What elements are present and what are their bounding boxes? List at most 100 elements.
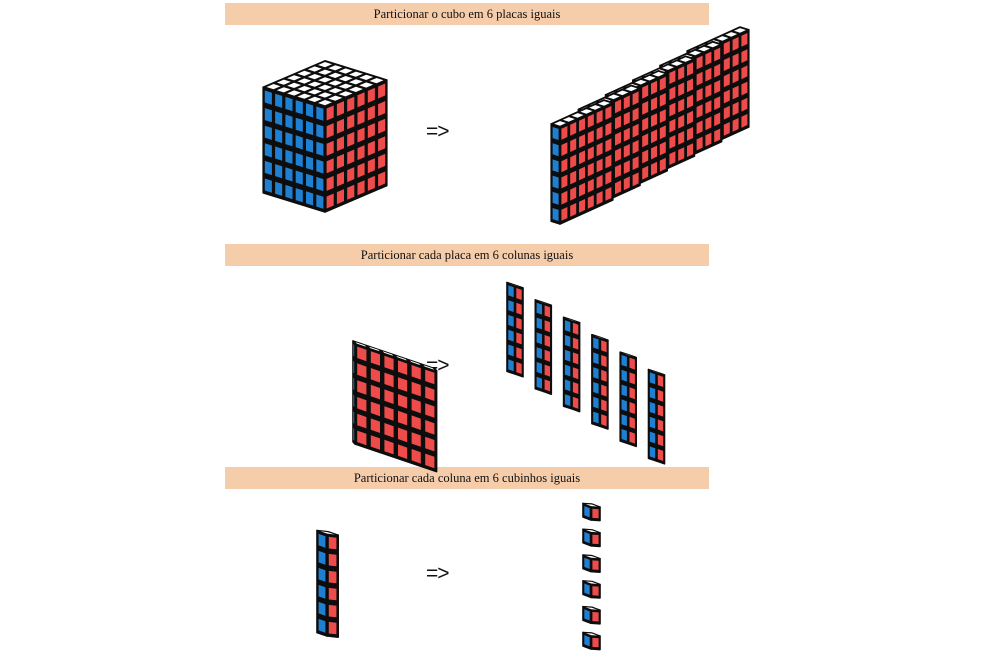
column-right-sticker (328, 570, 337, 584)
slab-1-top-sticker (580, 109, 593, 114)
cube-left-sticker (316, 176, 324, 192)
cube-top-sticker (318, 92, 332, 98)
slab-1-right-sticker (596, 126, 603, 140)
slab-1-right-sticker (587, 162, 594, 177)
slab-4-right-sticker (669, 135, 676, 149)
cube-right-sticker (378, 118, 386, 134)
column-4-right-sticker (601, 399, 607, 412)
slab-1-right-sticker (587, 195, 594, 209)
slab-1-right-sticker (561, 126, 568, 140)
slab-right-sticker (425, 369, 435, 385)
slab-6-right-sticker (741, 65, 748, 80)
full-cube-6x6x6 (262, 59, 388, 213)
slab-5-right-sticker (705, 100, 712, 114)
slab-2-right-sticker (615, 99, 621, 114)
slab-1-right-sticker (570, 122, 577, 136)
column-right-sticker (328, 553, 337, 567)
slab-1-left-sticker (552, 127, 559, 140)
column-3-right-sticker (572, 337, 579, 350)
slab-1-left-sticker (552, 159, 559, 173)
slab-6-top-sticker (725, 32, 738, 37)
slab-5-top-sticker (698, 46, 710, 52)
cube-left-sticker (316, 124, 324, 139)
column-2-right-sticker (544, 335, 550, 347)
slab-3-right-sticker (659, 141, 666, 156)
column-1-left-sticker (508, 315, 514, 327)
slab-2-right-sticker (615, 180, 621, 195)
cube-right-sticker (378, 153, 386, 169)
column-2-top-sticker (537, 300, 549, 305)
slab-6-right-sticker (732, 101, 739, 116)
slab-1-right-sticker (605, 187, 612, 201)
column-2-left-sticker (536, 317, 542, 330)
slab-1-right-sticker (605, 106, 612, 120)
cube-left-sticker (264, 108, 272, 123)
column-1-left-frame (506, 281, 516, 375)
column (316, 529, 340, 639)
slab-right-sticker (357, 346, 367, 362)
cube-right-sticker (326, 158, 334, 174)
slab-3-right-sticker (642, 101, 649, 115)
slab-3-top-sticker (643, 75, 656, 81)
cube-top-sticker (318, 69, 332, 75)
slab-4-right-sticker (669, 151, 676, 165)
slab-5-right-sticker (696, 136, 703, 151)
slab-5-right-sticker (705, 84, 712, 98)
column-6-top-sticker (651, 370, 662, 375)
slab-1-right-sticker (605, 138, 612, 153)
slab-1-left-sticker (552, 143, 559, 157)
slab-4-right-sticker (678, 98, 685, 113)
slab-2-right-sticker (623, 160, 630, 174)
column-top-sticker (320, 531, 335, 535)
slab-2-right-sticker (623, 176, 630, 191)
column-5-right-sticker (629, 431, 635, 444)
column-6 (647, 368, 666, 465)
column-3-left-sticker (564, 349, 571, 362)
column-4-right-sticker (601, 384, 607, 397)
column-1-right-sticker (516, 317, 522, 330)
slab-4-top-sticker (670, 61, 683, 66)
cube-top-sticker (307, 89, 322, 95)
cubelet-5-top-sticker (585, 607, 598, 610)
column-2-left-sticker (536, 302, 542, 315)
column-4-left-sticker (593, 396, 599, 409)
column-3-right-sticker (572, 352, 579, 365)
column-4-right-sticker (601, 414, 607, 427)
cube-left-sticker (264, 125, 272, 140)
column-2-left-sticker (536, 362, 542, 374)
slab-1-right-sticker (570, 186, 577, 201)
cubelet-4-top-sticker (585, 581, 598, 584)
slab-5-right-sticker (714, 112, 721, 127)
slab-2-right-sticker (623, 144, 630, 158)
cube-right-sticker (357, 127, 365, 143)
column-5-left-sticker (621, 414, 627, 426)
column-6-right-sticker (657, 419, 664, 432)
slab-1-right-sticker (579, 134, 585, 148)
column-3-left-sticker (564, 394, 571, 406)
slab-3-top-sticker (652, 71, 665, 77)
slab-3-right-sticker (659, 93, 666, 107)
slab-1-right-sticker (605, 122, 612, 136)
slab-right-sticker (411, 449, 421, 464)
column-6-right-sticker (657, 389, 664, 402)
column-2-right-sticker (544, 305, 550, 318)
slab-right-sticker (384, 389, 394, 404)
column-2-right-sticker (544, 320, 550, 333)
column-left-sticker (318, 533, 326, 548)
single-slab (352, 340, 438, 473)
slab-3-right-sticker (642, 117, 649, 131)
slab-right-sticker (384, 423, 394, 438)
cube-left-sticker (285, 132, 293, 147)
column-5-right-sticker (629, 402, 635, 414)
column-1-right-sticker (516, 347, 522, 360)
slab-4-right-sticker (687, 110, 693, 125)
slab-2-right-sticker (615, 164, 621, 178)
slab-3-right-sticker (651, 145, 657, 160)
slab-4-right-sticker (687, 143, 693, 157)
slab-top-sticker (423, 365, 435, 370)
column-2-right-sticker (544, 349, 550, 362)
cube-right-sticker (326, 140, 334, 156)
cube-left-sticker (285, 96, 293, 112)
slab-right-sticker (411, 432, 421, 447)
